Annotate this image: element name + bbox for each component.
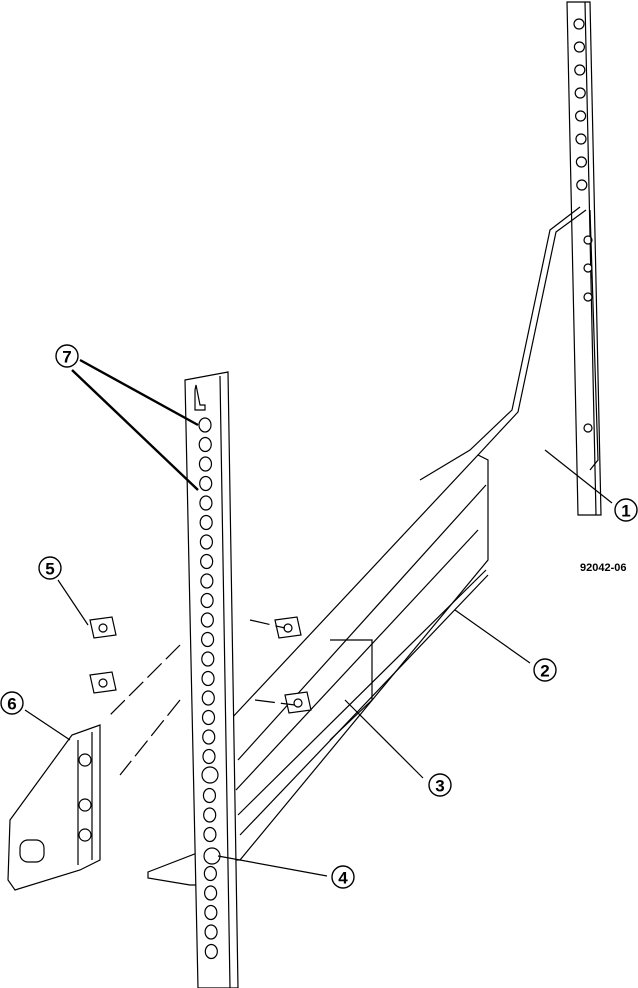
rail-hole [203,865,217,882]
rail-hole [204,943,218,960]
callout-7: 7 [55,344,79,368]
rail-hole [199,495,213,511]
callout-3: 3 [428,773,452,797]
callout-number: 6 [7,695,16,714]
callout-number: 7 [62,348,71,367]
screw-upper [201,766,219,784]
rail-hole [200,612,214,628]
rail-hole [204,924,218,940]
rail-hole [574,64,586,76]
callout-4: 4 [331,865,355,889]
rail-hole [198,456,213,472]
clip-nut [89,616,117,639]
rail-hole [199,514,213,531]
callout-2: 2 [533,658,557,682]
rail-hole [200,553,214,570]
callout-number: 5 [45,560,54,579]
callout-number: 1 [621,502,630,521]
rear-rack-rail [566,1,602,516]
rail-hole [199,475,213,492]
clip-nut [274,616,302,639]
rail-hole [204,904,218,921]
screw-lower [203,847,221,865]
figure-id: 92042-06 [580,562,627,574]
rail-hole [198,417,212,433]
rail-hole [201,670,215,687]
rail-hole [200,592,214,609]
side-rail [229,454,489,861]
rail-hole [573,41,586,53]
front-bracket [7,724,101,891]
rail-hole [204,885,218,901]
callout-number: 3 [435,777,444,796]
rail-hole [576,179,588,191]
rail-hole [202,787,217,804]
rail-hole [200,631,215,648]
rail-hole [583,292,593,302]
rail-hole [202,729,216,745]
rail-hole [574,110,587,122]
rail-hole [575,156,588,168]
rail-hole [583,235,593,245]
rail-hole [574,87,586,99]
callout-number: 2 [540,662,549,681]
callout-6: 6 [0,691,24,715]
callout-5: 5 [38,556,62,580]
rail-hole [203,807,217,823]
callout-number: 4 [338,869,348,888]
rail-hole [575,133,587,145]
rail-hole [202,748,216,765]
rail-hole [583,423,593,433]
clip-nut [284,691,312,714]
rail-hole [201,690,215,706]
rail-hole [199,534,214,550]
rail-hole [201,709,216,726]
clip-nut [89,671,117,694]
leader-lines [24,358,613,877]
rail-hole [200,573,214,589]
front-rack-rail [184,371,239,988]
rear-bracket [419,206,599,481]
rail-hole [203,826,217,843]
rail-hole [198,436,212,453]
rail-hole [201,651,215,667]
callout-1: 1 [614,498,638,522]
rail-hole [573,18,585,30]
rail-hole [583,263,593,273]
